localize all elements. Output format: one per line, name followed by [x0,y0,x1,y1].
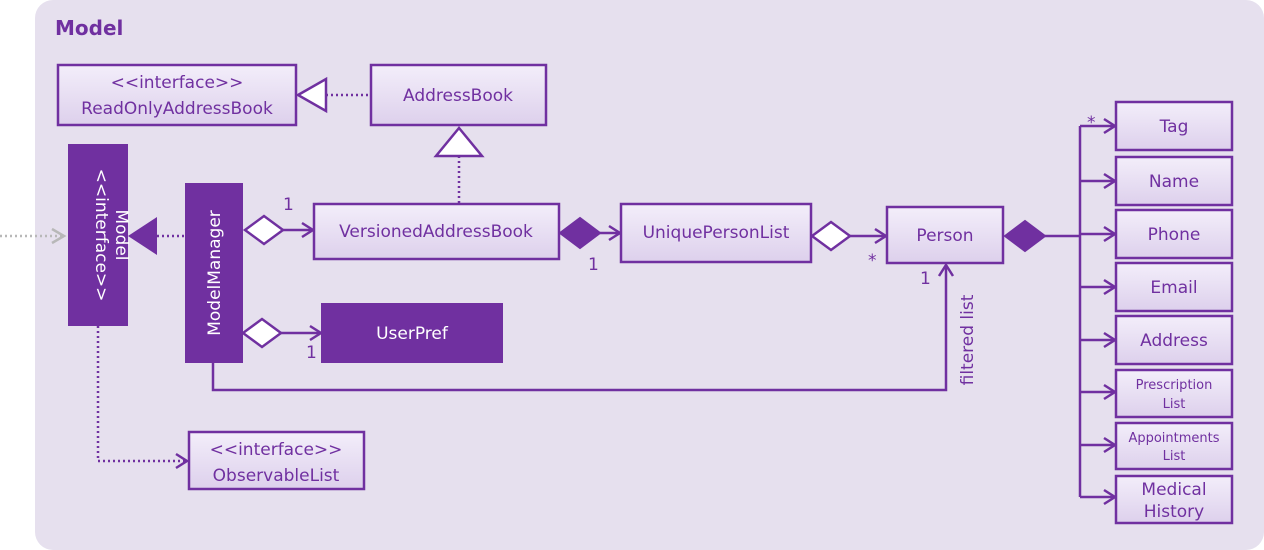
mult-versioned-unique: 1 [588,255,599,275]
mult-unique-person: * [868,251,877,271]
mult-person-filtered: 1 [920,269,931,289]
class-medical-history[interactable]: Medical History [1114,474,1234,525]
phone-name: Phone [1148,225,1201,245]
class-observable-list[interactable]: <<interface>> ObservableList [187,430,366,491]
unique-person-list-name: UniquePersonList [643,223,790,243]
observable-list-stereotype: <<interface>> [210,440,343,460]
medical-history-line2: History [1144,502,1204,522]
person-name: Person [916,226,973,246]
class-address[interactable]: Address [1114,314,1234,366]
class-read-only-address-book[interactable]: <<interface>> ReadOnlyAddressBook [56,63,298,127]
name-name: Name [1149,172,1199,192]
composition-versioned-unique [558,216,623,250]
filtered-list-label: filtered list [958,294,978,385]
medical-history-line1: Medical [1141,480,1206,500]
model-stereotype: <<interface>> [91,169,111,302]
class-prescription-list[interactable]: Prescription List [1114,368,1234,419]
package-title: Model [55,16,123,40]
model-name: Model [111,209,131,260]
tag-name: Tag [1159,117,1189,137]
external-dependency-arrow [0,227,67,245]
prescription-list-line1: Prescription [1136,378,1213,393]
class-tag[interactable]: Tag [1114,100,1234,152]
class-appointments-list[interactable]: Appointments List [1114,421,1234,471]
composition-person-attributes [1003,117,1118,506]
prescription-list-line2: List [1163,397,1186,412]
class-person[interactable]: Person [885,205,1005,265]
address-book-name: AddressBook [403,86,513,106]
observable-list-name: ObservableList [213,466,340,486]
mult-manager-userpref: 1 [306,343,317,363]
class-email[interactable]: Email [1114,261,1234,313]
class-model-manager[interactable]: ModelManager [185,183,243,363]
read-only-address-book-name: ReadOnlyAddressBook [81,99,273,119]
generalization-versioned-addressbook [433,126,485,204]
class-unique-person-list[interactable]: UniquePersonList [619,202,813,264]
class-model[interactable]: <<interface>> Model [68,144,131,326]
association-filtered-list [211,262,955,392]
appointments-list-line2: List [1163,449,1186,464]
email-name: Email [1150,278,1197,298]
appointments-list-line1: Appointments [1128,431,1219,446]
class-user-pref[interactable]: UserPref [321,303,503,363]
class-versioned-address-book[interactable]: VersionedAddressBook [312,202,561,261]
class-phone[interactable]: Phone [1114,208,1234,260]
aggregation-manager-userpref [240,317,324,349]
mult-person-tag: * [1087,113,1096,133]
realization-addressbook-readonly [295,76,370,114]
model-package [35,0,1264,550]
dependency-model-observablelist [96,326,190,470]
user-pref-name: UserPref [376,324,449,344]
mult-manager-versioned: 1 [283,195,294,215]
realization-modelmanager-model [128,217,186,255]
read-only-address-book-stereotype: <<interface>> [111,73,244,93]
class-name[interactable]: Name [1114,155,1234,207]
model-manager-name: ModelManager [205,210,225,336]
address-name: Address [1140,331,1208,351]
class-address-book[interactable]: AddressBook [369,63,548,127]
versioned-address-book-name: VersionedAddressBook [339,222,533,242]
